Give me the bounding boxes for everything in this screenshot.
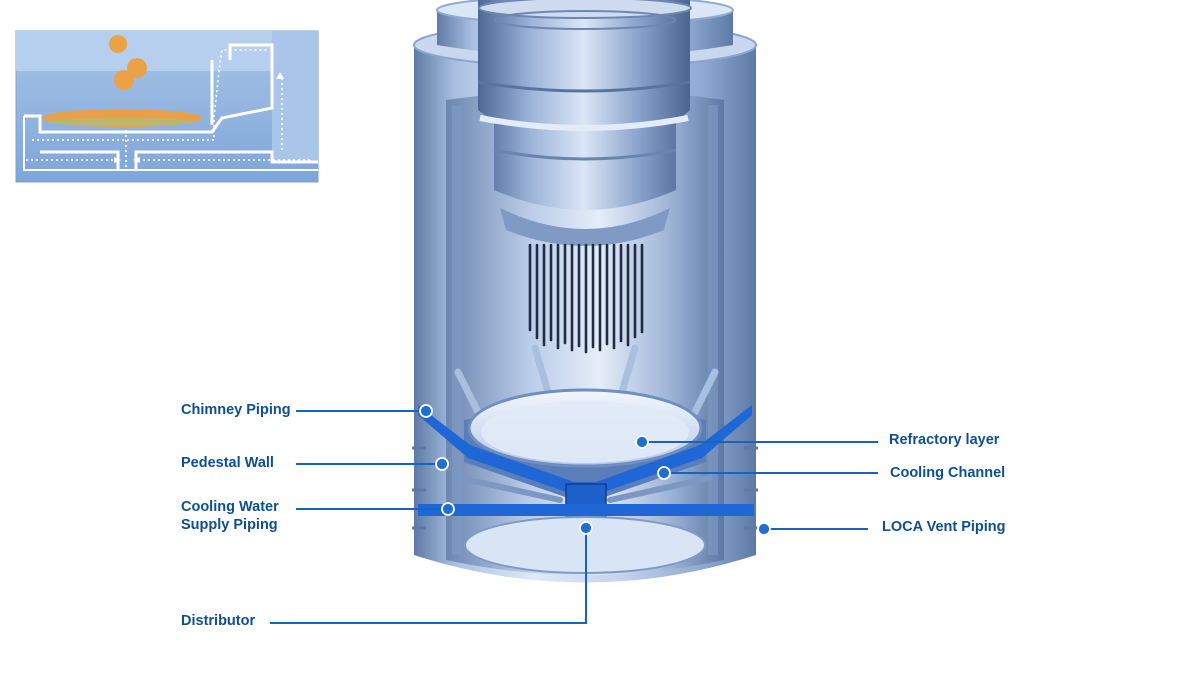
label-cooling-channel: Cooling Channel [890,465,1006,481]
supply-pipe [418,504,754,516]
leader-lines [270,410,878,624]
control-rod-drives [528,243,644,354]
circle-marker-icon [579,521,593,535]
circle-marker-icon [441,502,455,516]
label-cooling-water-line2: Supply Piping [181,517,278,533]
label-refractory-layer: Refractory layer [889,432,1000,448]
circle-marker-icon [635,435,649,449]
label-pedestal-wall: Pedestal Wall [181,455,274,471]
flow-arrow-icon [133,157,140,163]
inset-schematic [15,30,319,183]
corium-droplet [109,35,127,53]
circle-marker-icon [657,466,671,480]
core-catcher-bowl [412,388,758,574]
corium-droplet [127,58,147,78]
circle-marker-icon [435,457,449,471]
label-cooling-water-line1: Cooling Water [181,499,279,515]
support-struts [454,344,719,416]
label-loca-vent-piping: LOCA Vent Piping [882,519,1006,535]
leader-markers [419,404,771,536]
flow-arrow-icon [114,157,121,163]
label-cooling-water-supply-piping: Cooling Water Supply Piping [181,498,279,534]
flow-arrow-icon [276,72,284,79]
label-chimney-piping: Chimney Piping [181,402,291,418]
label-distributor: Distributor [181,613,256,629]
circle-marker-icon [757,522,771,536]
circle-marker-icon [419,404,433,418]
reactor-vessel [477,0,692,246]
corium-droplet [114,70,134,90]
